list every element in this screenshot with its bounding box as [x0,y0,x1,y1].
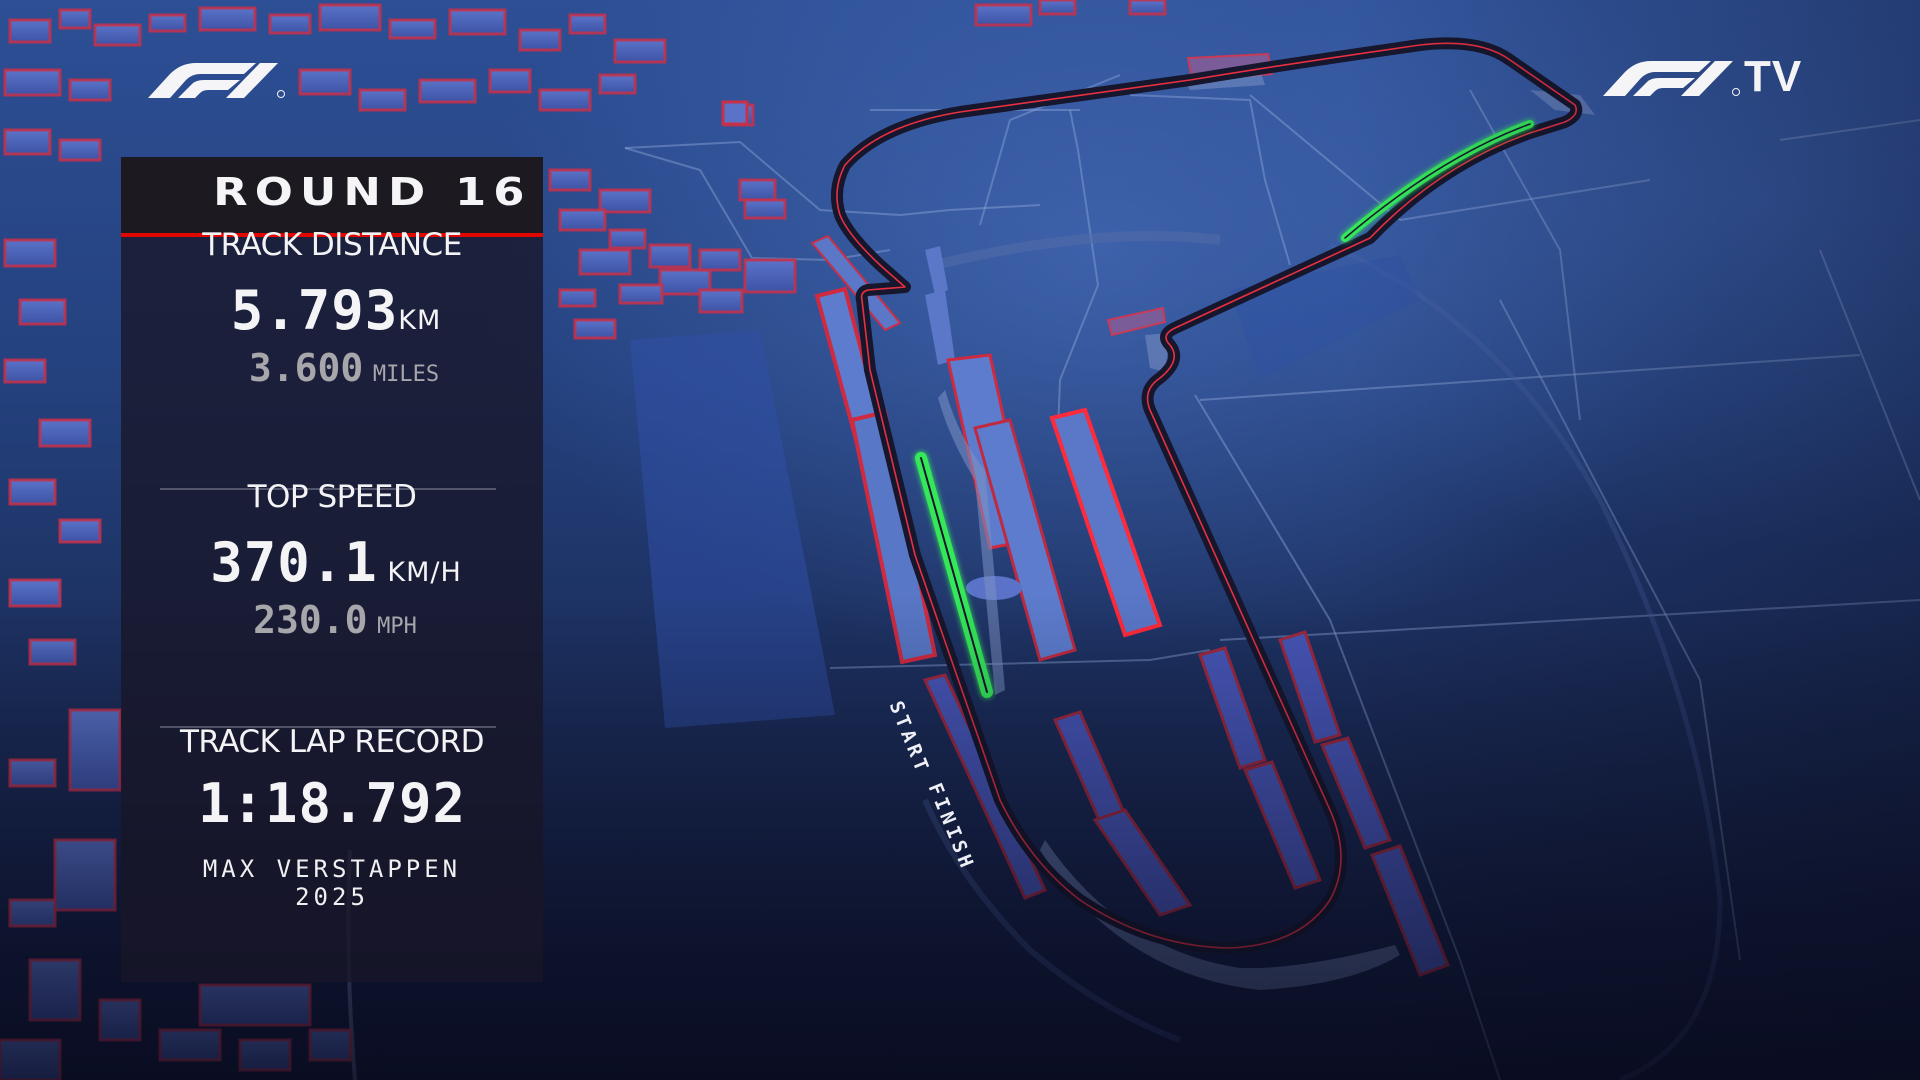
top-speed-unit: KM/H [387,557,462,588]
top-speed-alt-unit: MPH [377,614,417,639]
track-distance-miles: 3.600 MILES [121,348,543,396]
track-distance-alt-value: 3.600 [248,346,364,390]
f1tv-logo-icon [1603,61,1740,96]
f1tv-logo [1603,58,1813,98]
track-distance-value: 5.793 [230,279,399,342]
park-area [630,330,835,728]
lap-record-year: 2025 [295,883,369,911]
top-speed-stat: TOP SPEED 370.1 KM/H 230.0 MPH [121,477,543,648]
top-speed-alt-value: 230.0 [253,598,368,642]
lap-record-time: 1:18.792 [121,776,543,845]
road-lines [624,74,1920,1080]
circuit-info-panel: ROUND 16 TRACK DISTANCE 5.793KM 3.600 MI… [121,157,543,982]
lap-record-stat: TRACK LAP RECORD 1:18.792 MAX VERSTAPPEN… [121,722,543,911]
lap-record-driver: MAX VERSTAPPEN [202,855,462,883]
top-speed-kmh: 370.1 KM/H [121,535,543,604]
accent-line [121,233,543,237]
top-speed-value: 370.1 [210,531,378,594]
lap-record-value: 1:18.792 [197,772,467,835]
track-distance-label: TRACK DISTANCE [202,227,462,263]
round-header: ROUND 16 [121,157,543,237]
top-speed-label: TOP SPEED [247,479,417,515]
top-speed-mph: 230.0 MPH [121,600,543,648]
f1-logo-icon [148,63,285,98]
outer-ring-road [933,230,1221,270]
divider [160,488,496,490]
track-distance-alt-unit: MILES [372,362,440,387]
track-distance-km: 5.793KM [121,283,543,352]
track-distance-stat: TRACK DISTANCE 5.793KM 3.600 MILES [121,225,543,396]
stats-body [121,237,543,982]
track-distance-unit: KM [398,305,442,336]
round-title: ROUND 16 [213,170,532,214]
lap-record-label: TRACK LAP RECORD [179,724,485,760]
divider [160,726,496,728]
f1-logo [148,60,288,98]
f1tv-logo-text: TV [1744,52,1803,101]
